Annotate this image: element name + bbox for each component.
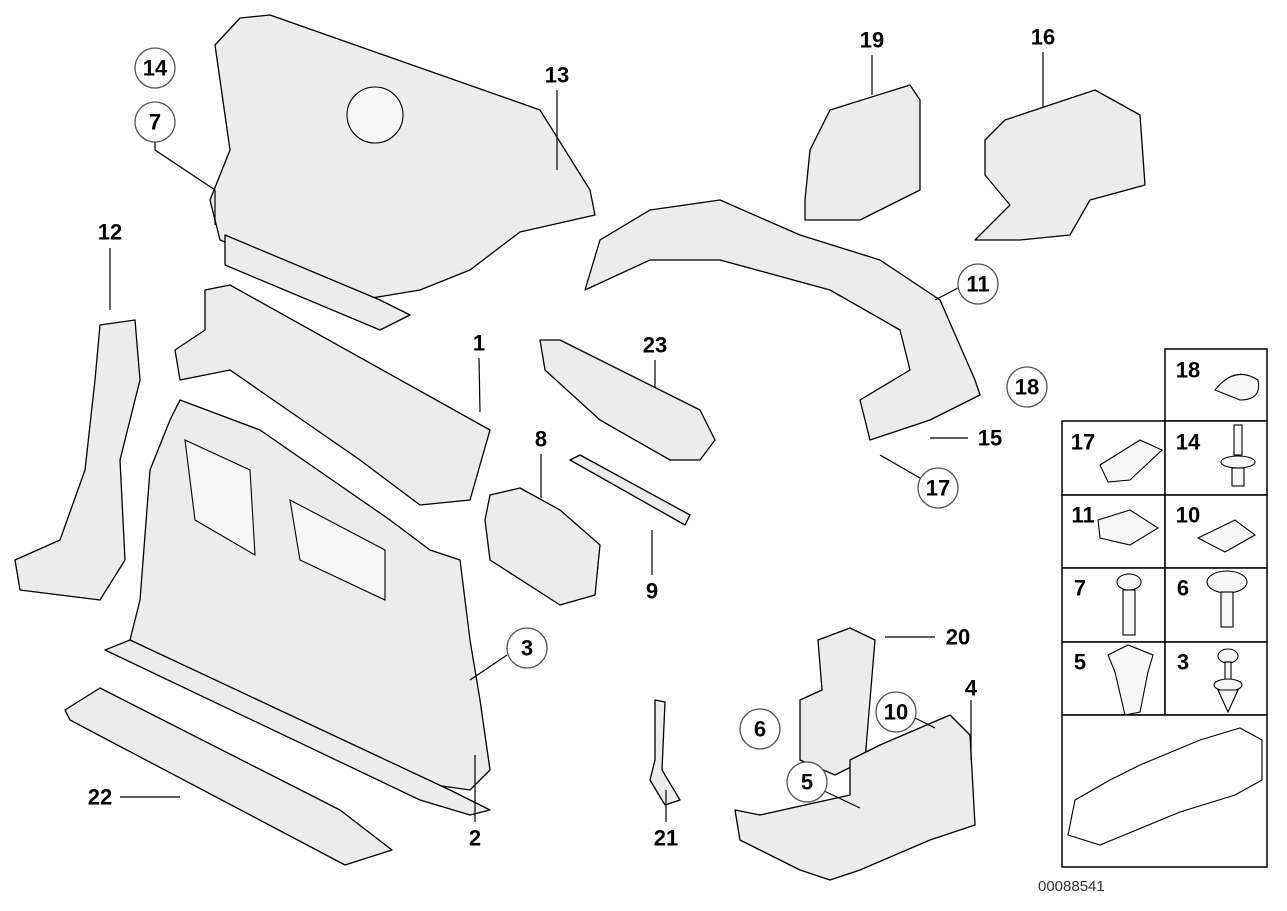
- hex-bolt-icon: [1206, 570, 1248, 628]
- callout-14[interactable]: 14: [143, 56, 168, 81]
- part-4-duct[interactable]: [734, 714, 976, 881]
- callout-20[interactable]: 20: [946, 625, 970, 650]
- diagram-code: 00088541: [1038, 878, 1105, 895]
- callout-4[interactable]: 4: [965, 676, 978, 701]
- legend-11: 11: [1071, 503, 1094, 528]
- part-16-duct[interactable]: [974, 89, 1146, 241]
- callout-2[interactable]: 2: [469, 826, 481, 851]
- screw-icon: [1116, 573, 1142, 636]
- part-13-shroud[interactable]: [209, 14, 596, 301]
- callout-7[interactable]: 7: [149, 110, 161, 135]
- part-1-panel[interactable]: [174, 284, 491, 506]
- legend-14: 14: [1176, 430, 1201, 455]
- car-silhouette-icon: [1067, 727, 1263, 846]
- part-13-lower: [224, 234, 411, 331]
- part-23-grille[interactable]: [539, 339, 716, 461]
- part-9-strip[interactable]: [569, 454, 691, 526]
- callout-23[interactable]: 23: [643, 333, 667, 358]
- callout-6[interactable]: 6: [754, 717, 766, 742]
- callout-10[interactable]: 10: [884, 700, 908, 725]
- expansion-rivet-icon: [1220, 424, 1256, 487]
- callout-12[interactable]: 12: [98, 220, 122, 245]
- plastic-nut-icon: [1107, 644, 1154, 716]
- callout-8[interactable]: 8: [535, 427, 547, 452]
- bmw-logo-icon: [346, 86, 404, 144]
- clip-nut-icon: [1196, 519, 1257, 553]
- legend-6: 6: [1177, 576, 1189, 601]
- spring-nut-icon: [1097, 509, 1160, 546]
- clip-icon: [1099, 439, 1163, 483]
- part-15-duct[interactable]: [584, 199, 981, 441]
- legend-3: 3: [1177, 650, 1189, 675]
- legend-10: 10: [1176, 503, 1200, 528]
- callout-17[interactable]: 17: [926, 476, 950, 501]
- callout-13[interactable]: 13: [545, 63, 569, 88]
- leader-lines: [109, 52, 1044, 822]
- callout-9[interactable]: 9: [646, 579, 658, 604]
- part-8-cover[interactable]: [484, 487, 601, 606]
- callout-3[interactable]: 3: [521, 636, 533, 661]
- push-rivet-icon: [1213, 648, 1243, 714]
- legend-5: 5: [1074, 650, 1086, 675]
- callout-22[interactable]: 22: [88, 785, 112, 810]
- part-21-bracket[interactable]: [649, 699, 681, 806]
- callout-16[interactable]: 16: [1031, 25, 1055, 50]
- part-19-bracket[interactable]: [804, 84, 921, 221]
- callout-21[interactable]: 21: [654, 826, 678, 851]
- legend-18: 18: [1176, 358, 1200, 383]
- callout-19[interactable]: 19: [860, 28, 884, 53]
- grommet-icon: [1214, 373, 1260, 401]
- callout-5[interactable]: 5: [801, 770, 813, 795]
- part-12-duct[interactable]: [14, 319, 141, 601]
- fastener-legend: 18 17 14 11 10 7 6 5 3: [1061, 348, 1268, 868]
- callout-1[interactable]: 1: [473, 331, 485, 356]
- part-22-deflector[interactable]: [64, 687, 393, 866]
- legend-7: 7: [1074, 576, 1086, 601]
- callout-18[interactable]: 18: [1015, 375, 1039, 400]
- callout-11[interactable]: 11: [966, 272, 989, 297]
- callout-15[interactable]: 15: [978, 426, 1002, 451]
- legend-17: 17: [1071, 430, 1095, 455]
